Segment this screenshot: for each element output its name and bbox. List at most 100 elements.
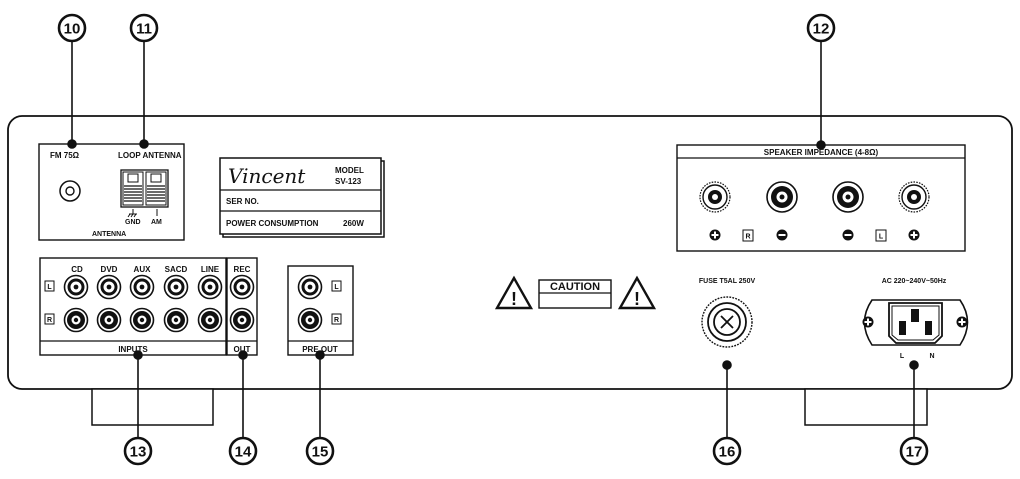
pre-out-section: L R PRE OUT — [287, 265, 354, 356]
input-label-aux: AUX — [134, 265, 152, 274]
plus-icon — [908, 229, 920, 241]
ac-l-label: L — [900, 353, 905, 360]
ground-symbol-icon — [127, 209, 137, 218]
svg-text:14: 14 — [235, 444, 252, 461]
input-label-line: LINE — [201, 265, 220, 274]
fuse-holder[interactable] — [701, 296, 753, 348]
name-plate: Vincent MODEL SV-123 SER NO. POWER CONSU… — [219, 157, 385, 238]
line-left-jack[interactable] — [197, 274, 223, 300]
rec-out-right-jack[interactable] — [229, 307, 255, 333]
svg-text:16: 16 — [719, 444, 736, 461]
fuse-section: FUSE T5AL 250V — [699, 278, 756, 348]
caution-section: ! CAUTION ! — [494, 275, 657, 310]
callout-17: 17 — [899, 436, 929, 466]
ac-voltage-label: AC 220~240V~50Hz — [882, 278, 947, 285]
svg-text:12: 12 — [813, 21, 830, 38]
svg-text:17: 17 — [906, 444, 923, 461]
callout-12: 12 — [806, 13, 836, 43]
minus-icon — [776, 229, 788, 241]
sacd-left-jack[interactable] — [163, 274, 189, 300]
svg-text:R: R — [47, 317, 52, 324]
svg-text:!: ! — [634, 289, 640, 309]
power-consumption-label: POWER CONSUMPTION — [226, 219, 319, 228]
pre-out-right-mark: R — [331, 313, 342, 325]
serial-label: SER NO. — [226, 197, 259, 206]
am-label: AM — [151, 219, 162, 226]
cd-left-jack[interactable] — [63, 274, 89, 300]
fm-label: FM 75Ω — [50, 151, 80, 160]
antenna-section: FM 75Ω LOOP ANTENNA — [38, 143, 185, 241]
svg-text:L: L — [47, 284, 52, 291]
right-channel-mark: R — [44, 313, 55, 325]
dvd-left-jack[interactable] — [96, 274, 122, 300]
am-loop-terminal[interactable] — [120, 169, 169, 208]
callout-15: 15 — [305, 436, 335, 466]
svg-text:10: 10 — [64, 21, 81, 38]
input-label-cd: CD — [71, 265, 83, 274]
svg-text:L: L — [879, 234, 884, 241]
ac-power-inlet[interactable] — [862, 299, 969, 346]
ac-n-label: N — [929, 353, 934, 360]
right-foot — [804, 388, 928, 426]
ac-inlet-section: AC 220~240V~50Hz L N — [862, 278, 969, 360]
callout-14: 14 — [228, 436, 258, 466]
loop-antenna-label: LOOP ANTENNA — [118, 151, 182, 160]
warning-triangle-icon: ! — [617, 275, 657, 310]
dvd-right-jack[interactable] — [96, 307, 122, 333]
pre-out-left-jack[interactable] — [297, 274, 323, 300]
rec-label: REC — [234, 265, 251, 274]
fuse-label: FUSE T5AL 250V — [699, 278, 756, 285]
left-channel-mark: L — [44, 280, 55, 292]
svg-text:13: 13 — [130, 444, 147, 461]
svg-text:!: ! — [511, 289, 517, 309]
fm-antenna-jack[interactable] — [59, 180, 81, 202]
sacd-right-jack[interactable] — [163, 307, 189, 333]
left-foot — [91, 388, 214, 426]
callout-13: 13 — [123, 436, 153, 466]
speaker-section: SPEAKER IMPEDANCE (4-8Ω) R L — [676, 144, 966, 252]
screw-icon — [862, 316, 874, 328]
callout-11: 11 — [129, 13, 159, 43]
speaker-right-mark: R — [742, 229, 754, 242]
model-label: MODEL — [335, 166, 364, 175]
inputs-section-label: INPUTS — [118, 345, 148, 354]
callout-16: 16 — [712, 436, 742, 466]
plus-icon — [709, 229, 721, 241]
pre-out-right-jack[interactable] — [297, 307, 323, 333]
speaker-impedance-title: SPEAKER IMPEDANCE (4-8Ω) — [764, 148, 879, 157]
svg-text:15: 15 — [312, 444, 329, 461]
aux-left-jack[interactable] — [129, 274, 155, 300]
svg-text:L: L — [334, 284, 339, 291]
out-label: OUT — [234, 345, 251, 354]
svg-text:R: R — [334, 317, 339, 324]
brand-logo: Vincent — [228, 164, 306, 188]
inputs-section: CD DVD AUX SACD LINE L R INPUTS — [39, 257, 227, 356]
minus-icon — [842, 229, 854, 241]
caution-label: CAUTION — [550, 281, 600, 293]
speaker-left-mark: L — [875, 229, 887, 242]
speaker-left-positive-terminal[interactable] — [898, 181, 930, 213]
callout-10: 10 — [57, 13, 87, 43]
speaker-right-positive-terminal[interactable] — [699, 181, 731, 213]
rec-out-section: REC OUT — [226, 257, 258, 356]
callout-leaders — [67, 42, 919, 437]
input-label-sacd: SACD — [165, 265, 188, 274]
speaker-left-negative-terminal[interactable] — [832, 181, 864, 213]
line-right-jack[interactable] — [197, 307, 223, 333]
pre-out-section-label: PRE OUT — [302, 345, 338, 354]
cd-right-jack[interactable] — [63, 307, 89, 333]
speaker-right-negative-terminal[interactable] — [766, 181, 798, 213]
screw-icon — [956, 316, 968, 328]
aux-right-jack[interactable] — [129, 307, 155, 333]
power-consumption-value: 260W — [343, 219, 364, 228]
antenna-section-label: ANTENNA — [92, 231, 126, 238]
input-label-dvd: DVD — [101, 265, 118, 274]
svg-text:R: R — [745, 234, 750, 241]
gnd-label: GND — [125, 219, 141, 226]
warning-triangle-icon: ! — [494, 275, 534, 310]
model-value: SV-123 — [335, 177, 362, 186]
svg-text:11: 11 — [136, 21, 152, 38]
pre-out-left-mark: L — [331, 280, 342, 292]
rec-out-left-jack[interactable] — [229, 274, 255, 300]
